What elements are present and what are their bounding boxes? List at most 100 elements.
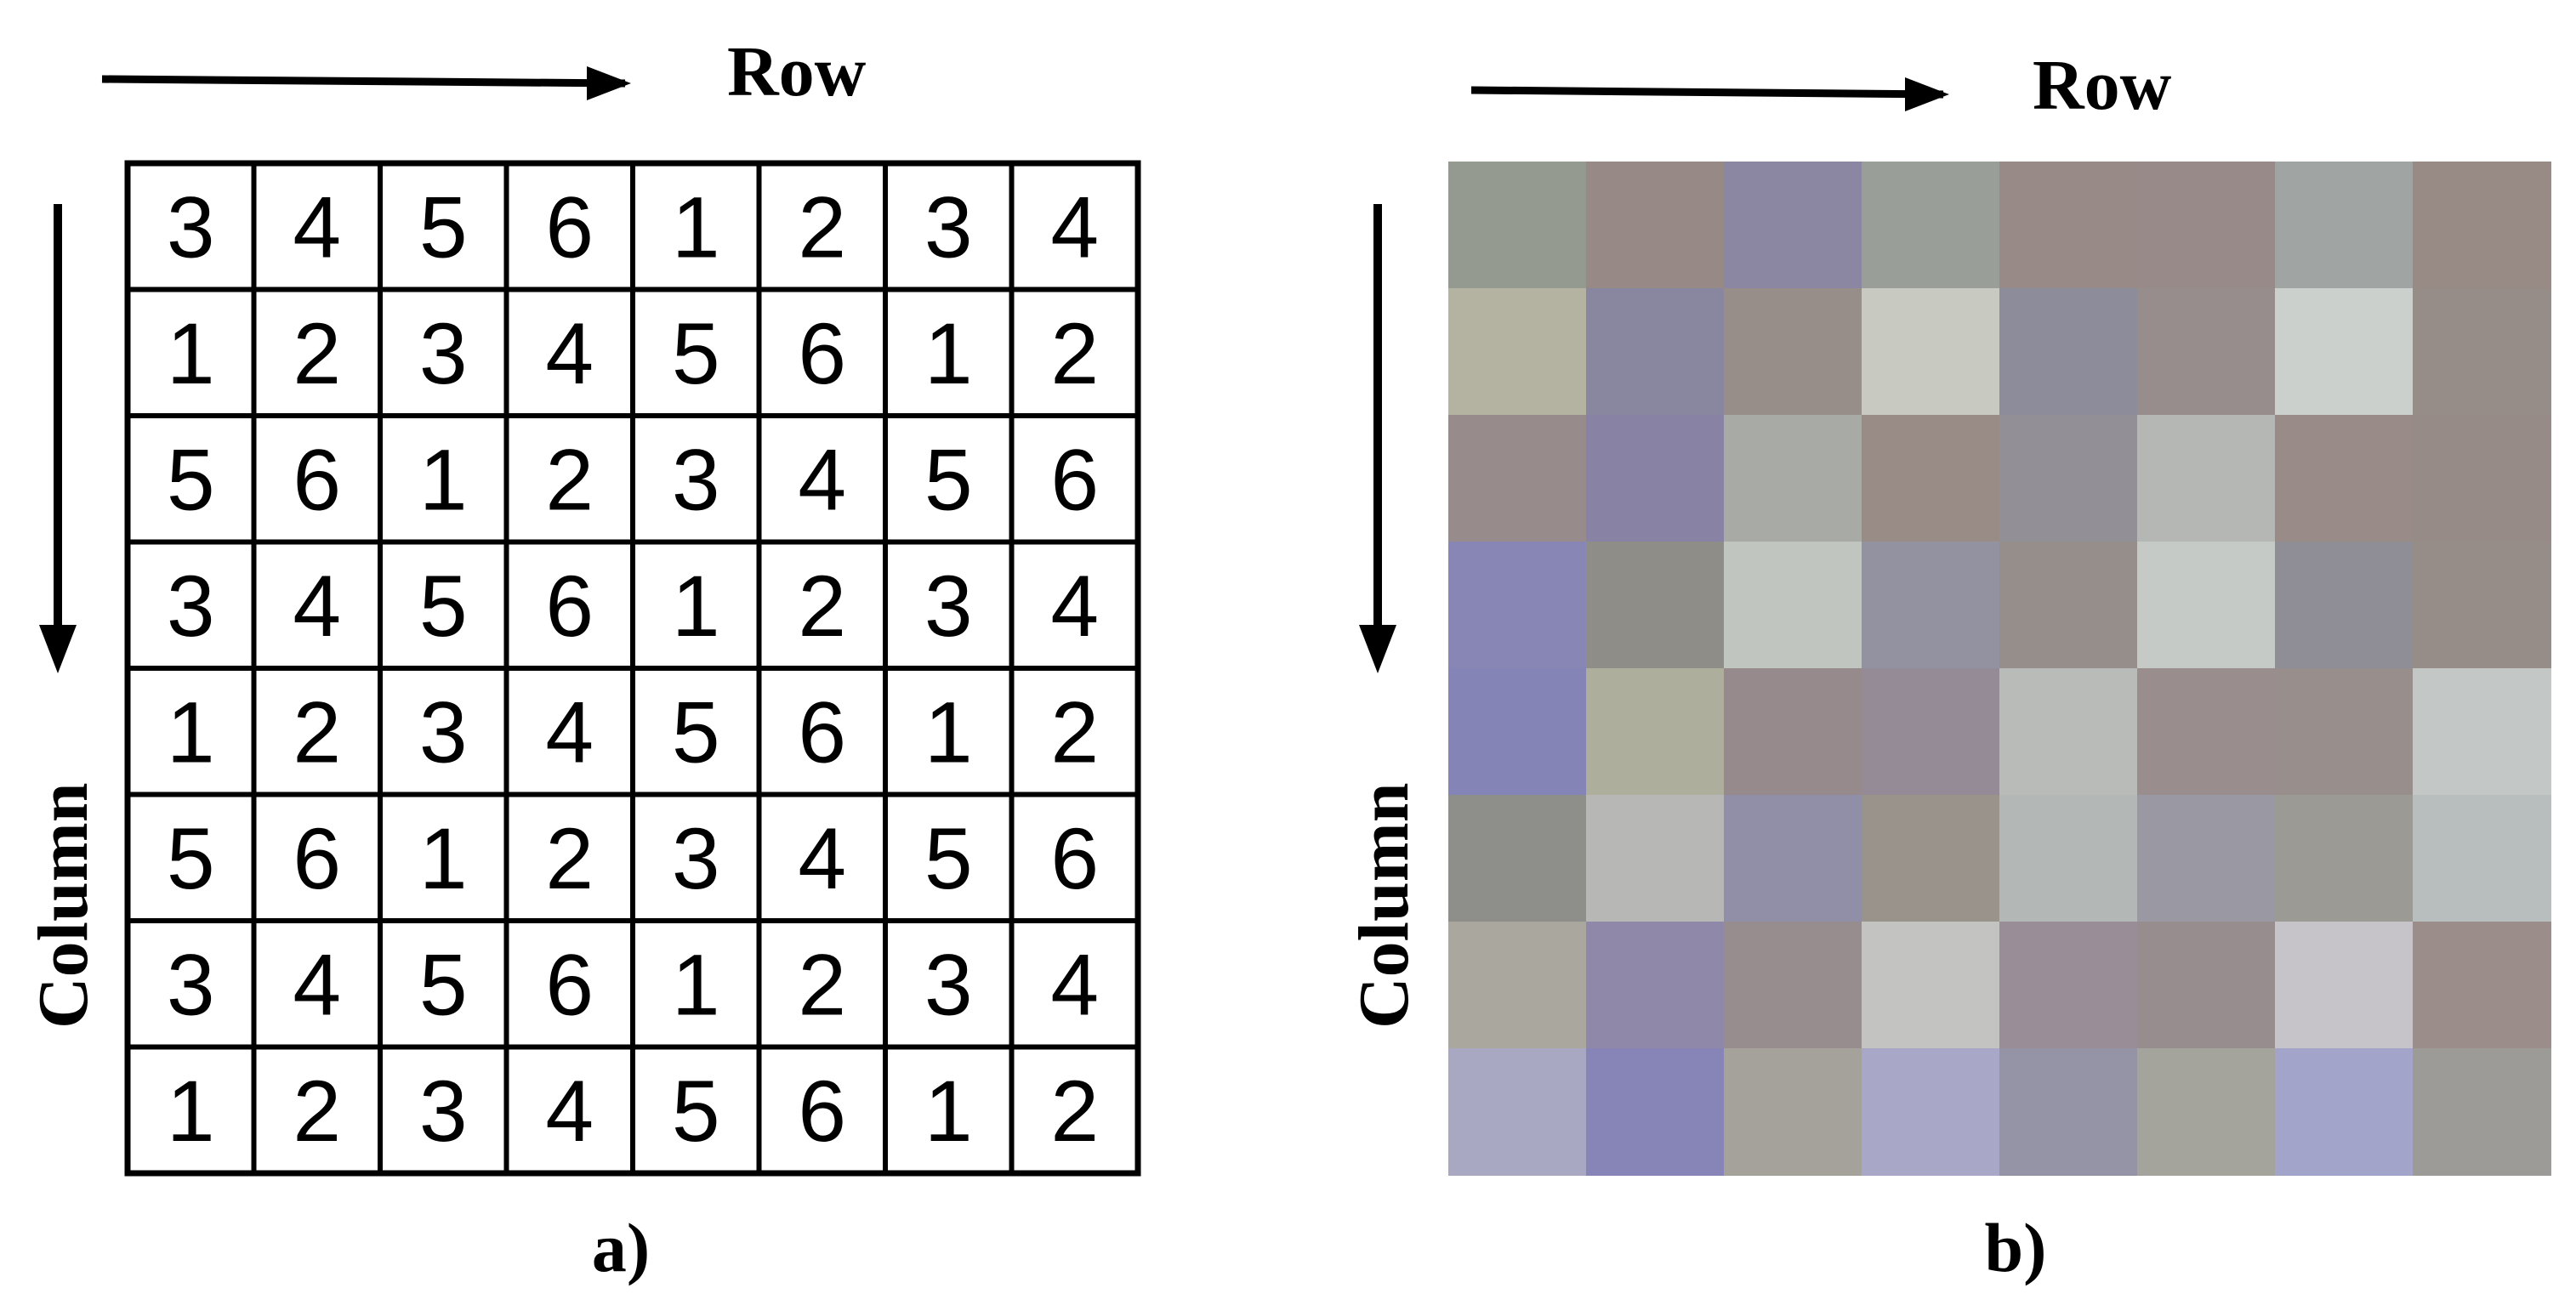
grid-cell — [630, 666, 762, 797]
color-cell — [1724, 162, 1862, 289]
grid-cell-number: 1 — [924, 684, 973, 780]
color-cell — [1999, 162, 2138, 289]
grid-cell — [630, 539, 762, 671]
grid-cell — [756, 539, 888, 671]
color-cell — [1724, 415, 1862, 542]
grid-cell — [503, 918, 635, 1050]
grid-cell-number: 6 — [1050, 431, 1099, 528]
grid-cell — [1009, 918, 1140, 1050]
grid-cell-number: 3 — [167, 936, 215, 1033]
color-cell — [2137, 668, 2276, 796]
color-cell — [1999, 415, 2138, 542]
grid-cell — [1009, 792, 1140, 923]
grid-cell — [251, 666, 383, 797]
grid-cell-number: 4 — [1050, 179, 1099, 275]
grid-cell-number: 2 — [545, 431, 594, 528]
grid-cell-number: 2 — [1050, 684, 1099, 780]
color-cell — [1586, 162, 1725, 289]
color-cell — [2413, 668, 2551, 796]
grid-cell-number: 2 — [293, 1063, 341, 1160]
grid-cell-number: 3 — [672, 431, 720, 528]
grid-cell-number: 4 — [293, 558, 341, 655]
grid-cell-number: 4 — [545, 1063, 594, 1160]
color-cell — [1862, 162, 2000, 289]
grid-cell-number: 1 — [167, 1063, 215, 1160]
grid-cell-number: 4 — [798, 431, 846, 528]
grid-cell-number: 4 — [1050, 558, 1099, 655]
grid-cell-number: 1 — [672, 179, 720, 275]
grid-cell-number: 4 — [1050, 936, 1099, 1033]
color-cell — [1586, 288, 1725, 416]
grid-cell-number: 5 — [167, 431, 215, 528]
color-cell — [2137, 795, 2276, 922]
color-cell — [1862, 542, 2000, 669]
row-arrow-b — [1470, 86, 1944, 99]
grid-cell-number: 4 — [545, 684, 594, 780]
color-cell — [1862, 288, 2000, 416]
grid-cell — [630, 918, 762, 1050]
color-cell — [1999, 795, 2138, 922]
grid-cell-number: 2 — [798, 558, 846, 655]
grid-cell-number: 3 — [419, 305, 468, 402]
color-cell — [2413, 288, 2551, 416]
grid-cell-number: 1 — [672, 558, 720, 655]
grid-cell-number: 5 — [924, 810, 973, 907]
grid-cell-number: 2 — [293, 305, 341, 402]
color-cell — [1448, 668, 1587, 796]
grid-cell — [503, 539, 635, 671]
color-cell — [1586, 668, 1725, 796]
grid-cell-number: 3 — [924, 936, 973, 1033]
grid-cell-number: 6 — [798, 684, 846, 780]
color-cell — [2413, 542, 2551, 669]
grid-cell-number: 6 — [545, 936, 594, 1033]
grid-cell-number: 2 — [798, 936, 846, 1033]
grid-cell-number: 5 — [167, 810, 215, 907]
caption-b: b) — [1985, 1209, 2047, 1286]
row-label-a: Row — [727, 32, 867, 111]
grid-cell-number: 2 — [1050, 305, 1099, 402]
grid-cell-number: 6 — [545, 179, 594, 275]
grid-cell-number: 3 — [419, 1063, 468, 1160]
color-cell — [2413, 415, 2551, 542]
grid-cell-number: 2 — [798, 179, 846, 275]
color-cell — [2275, 162, 2414, 289]
color-cell — [1448, 542, 1587, 669]
color-cell — [1862, 795, 2000, 922]
color-cell — [1586, 795, 1725, 922]
color-cell — [1448, 288, 1587, 416]
grid-cell-number: 3 — [924, 179, 973, 275]
grid-cell — [756, 287, 888, 418]
row-arrow-a — [101, 75, 626, 88]
grid-cell-number: 1 — [167, 684, 215, 780]
grid-cell-number: 1 — [419, 431, 468, 528]
color-cell — [1724, 922, 1862, 1049]
color-cell — [1448, 795, 1587, 922]
color-cell — [1862, 1048, 2000, 1176]
color-cell — [2275, 1048, 2414, 1176]
color-cell — [2275, 922, 2414, 1049]
grid-cell — [756, 1044, 888, 1176]
grid-cell-number: 4 — [798, 810, 846, 907]
color-cell — [1724, 542, 1862, 669]
color-cell — [1724, 1048, 1862, 1176]
color-cell — [1448, 415, 1587, 542]
grid-cell-number: 5 — [419, 179, 468, 275]
grid-cell-number: 4 — [293, 936, 341, 1033]
color-cell — [1586, 415, 1725, 542]
row-arrowhead-a — [587, 66, 631, 100]
column-arrowhead-a — [39, 625, 77, 673]
grid-cell — [503, 666, 635, 797]
color-cell — [2137, 1048, 2276, 1176]
grid-cell-number: 3 — [419, 684, 468, 780]
row-arrowhead-b — [1905, 77, 1949, 111]
color-cell — [2137, 922, 2276, 1049]
color-cell — [1724, 288, 1862, 416]
color-cell — [2413, 162, 2551, 289]
grid-cell-number: 2 — [293, 684, 341, 780]
color-cell — [2275, 542, 2414, 669]
grid-cell — [251, 413, 383, 545]
color-cell — [2137, 542, 2276, 669]
color-cell — [1999, 288, 2138, 416]
grid-cell-number: 6 — [1050, 810, 1099, 907]
